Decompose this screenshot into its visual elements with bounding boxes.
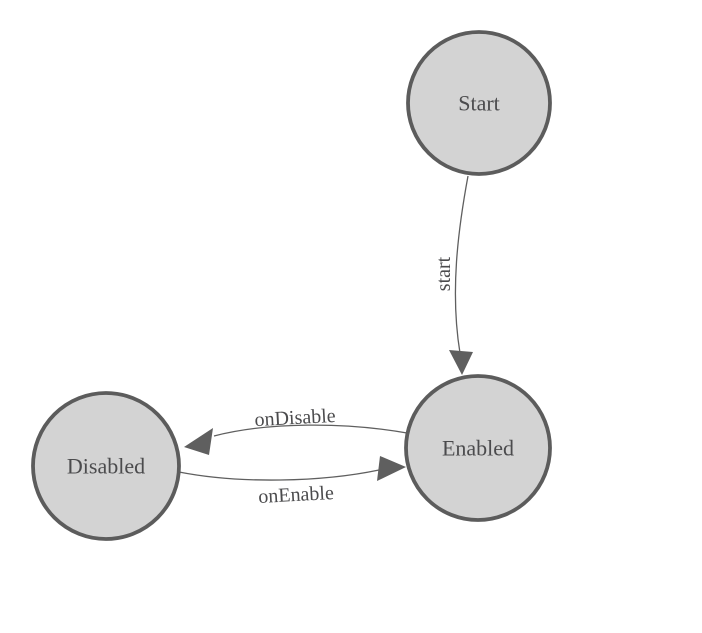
- disabled-node-circle: [31, 391, 181, 541]
- edge-onenable-line: [178, 469, 380, 481]
- arrowhead-into-enabled-top: [449, 350, 473, 375]
- node-enabled: Enabled: [404, 374, 552, 522]
- edge-start-to-enabled: start: [433, 175, 473, 375]
- edge-label-start: start: [433, 256, 455, 291]
- enabled-node-circle: [404, 374, 552, 522]
- edge-label-onenable: onEnable: [258, 482, 335, 508]
- start-node-circle: [406, 30, 552, 176]
- edge-disabled-to-enabled: onEnable: [178, 456, 406, 508]
- node-start: Start: [406, 30, 552, 176]
- edge-enabled-to-disabled: onDisable: [184, 405, 408, 455]
- start-node-label: Start: [458, 91, 500, 116]
- arrowhead-into-disabled: [184, 428, 213, 455]
- edge-ondisable-line: [213, 424, 408, 437]
- edge-start-line: [454, 175, 469, 354]
- edge-label-ondisable: onDisable: [254, 405, 336, 431]
- arrowhead-into-enabled-left: [377, 456, 406, 481]
- node-disabled: Disabled: [31, 391, 181, 541]
- enabled-node-label: Enabled: [442, 436, 514, 461]
- disabled-node-label: Disabled: [67, 454, 145, 479]
